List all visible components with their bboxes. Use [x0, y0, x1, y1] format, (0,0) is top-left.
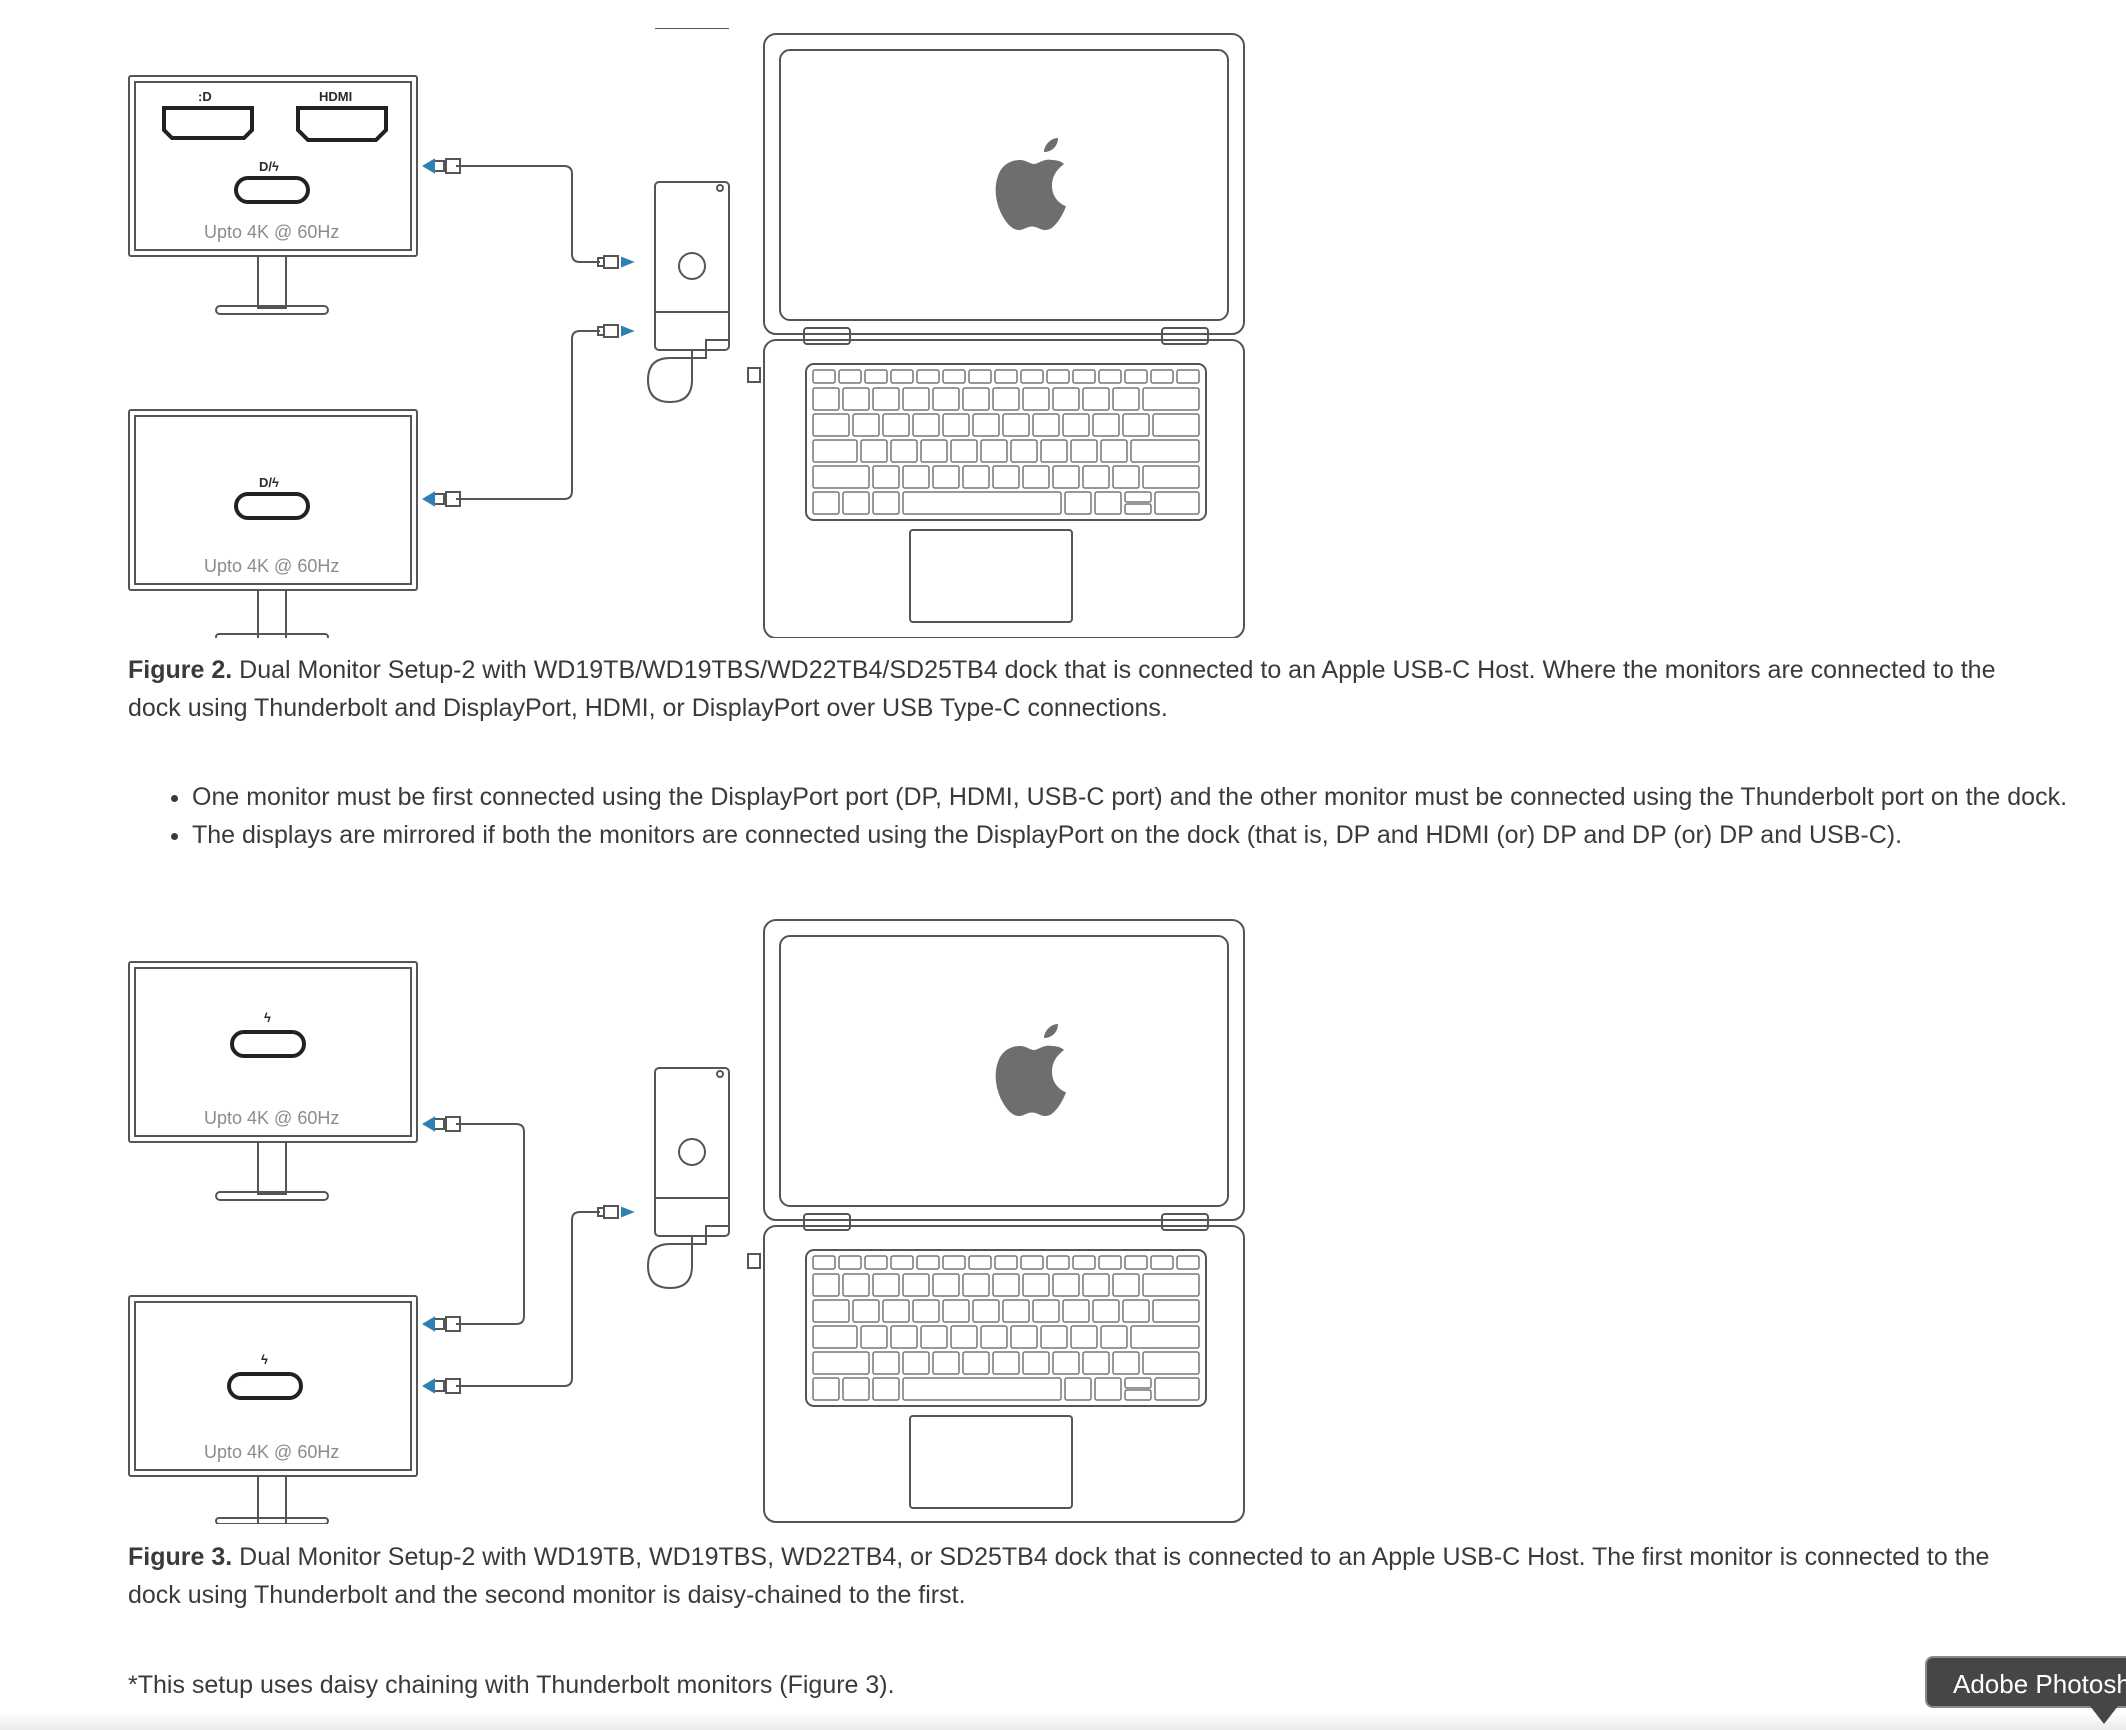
apple-logo-icon — [995, 138, 1066, 230]
list-item: One monitor must be first connected usin… — [192, 778, 2092, 816]
laptop — [763, 33, 1245, 638]
dock — [646, 28, 761, 404]
figure-2-caption: Figure 2. Dual Monitor Setup-2 with WD19… — [128, 651, 2028, 727]
footnote: *This setup uses daisy chaining with Thu… — [128, 1671, 895, 1699]
list-item: The displays are mirrored if both the mo… — [192, 816, 2092, 854]
figure-2-diagram: :D HDMI D/ϟ Upto 4K @ 60Hz D/ϟ Upto 4K @… — [128, 28, 1248, 638]
monitor-bottom-resolution-label: Upto 4K @ 60Hz — [204, 556, 339, 576]
window-bottom-edge — [0, 1712, 2126, 1730]
dock-power-cable — [646, 1225, 728, 1290]
figure-3-caption: Figure 3. Dual Monitor Setup-2 with WD19… — [128, 1538, 2028, 1614]
apple-logo-icon — [995, 1024, 1066, 1116]
cable-bottom-monitor — [456, 330, 600, 500]
hdmi-port-label: HDMI — [319, 89, 352, 104]
thunderbolt-port-label-bottom: ϟ — [261, 1352, 268, 1367]
laptop — [763, 919, 1245, 1523]
dp-tb-port-label: D/ϟ — [259, 159, 279, 174]
monitor-top: ϟ Upto 4K @ 60Hz — [128, 961, 418, 1201]
laptop-keyboard-keys — [812, 369, 1200, 515]
monitor-bottom-resolution-label: Upto 4K @ 60Hz — [204, 1442, 339, 1462]
app-tooltip: Adobe Photoshop — [1925, 1656, 2126, 1708]
figure-3-diagram: ϟ Upto 4K @ 60Hz ϟ Upto 4K @ 60Hz — [128, 914, 1248, 1524]
monitor-top: :D HDMI D/ϟ Upto 4K @ 60Hz — [128, 75, 418, 315]
figure-3-caption-text: Dual Monitor Setup-2 with WD19TB, WD19TB… — [128, 1543, 1990, 1609]
monitor-top-resolution-label: Upto 4K @ 60Hz — [204, 222, 339, 242]
dock-power-cable — [646, 339, 728, 404]
laptop-keyboard-keys — [812, 1255, 1200, 1401]
daisy-chain-cable — [456, 1123, 525, 1325]
figure-2-caption-text: Dual Monitor Setup-2 with WD19TB/WD19TBS… — [128, 656, 1996, 722]
monitor-bottom: ϟ Upto 4K @ 60Hz — [128, 1295, 418, 1524]
figure-3-caption-prefix: Figure 3. — [128, 1543, 233, 1571]
tooltip-pointer — [2090, 1706, 2118, 1724]
dp-tb-port-label-bottom: D/ϟ — [259, 475, 279, 490]
requirements-list: One monitor must be first connected usin… — [128, 778, 2092, 854]
dock — [646, 1067, 761, 1290]
dp-port-label: :D — [198, 89, 212, 104]
cable-top-monitor — [456, 165, 600, 263]
figure-2-caption-prefix: Figure 2. — [128, 656, 233, 684]
thunderbolt-port-label: ϟ — [264, 1010, 271, 1025]
monitor-top-resolution-label: Upto 4K @ 60Hz — [204, 1108, 339, 1128]
monitor-bottom: D/ϟ Upto 4K @ 60Hz — [128, 409, 418, 638]
cable-dock-to-monitor — [456, 1211, 600, 1387]
